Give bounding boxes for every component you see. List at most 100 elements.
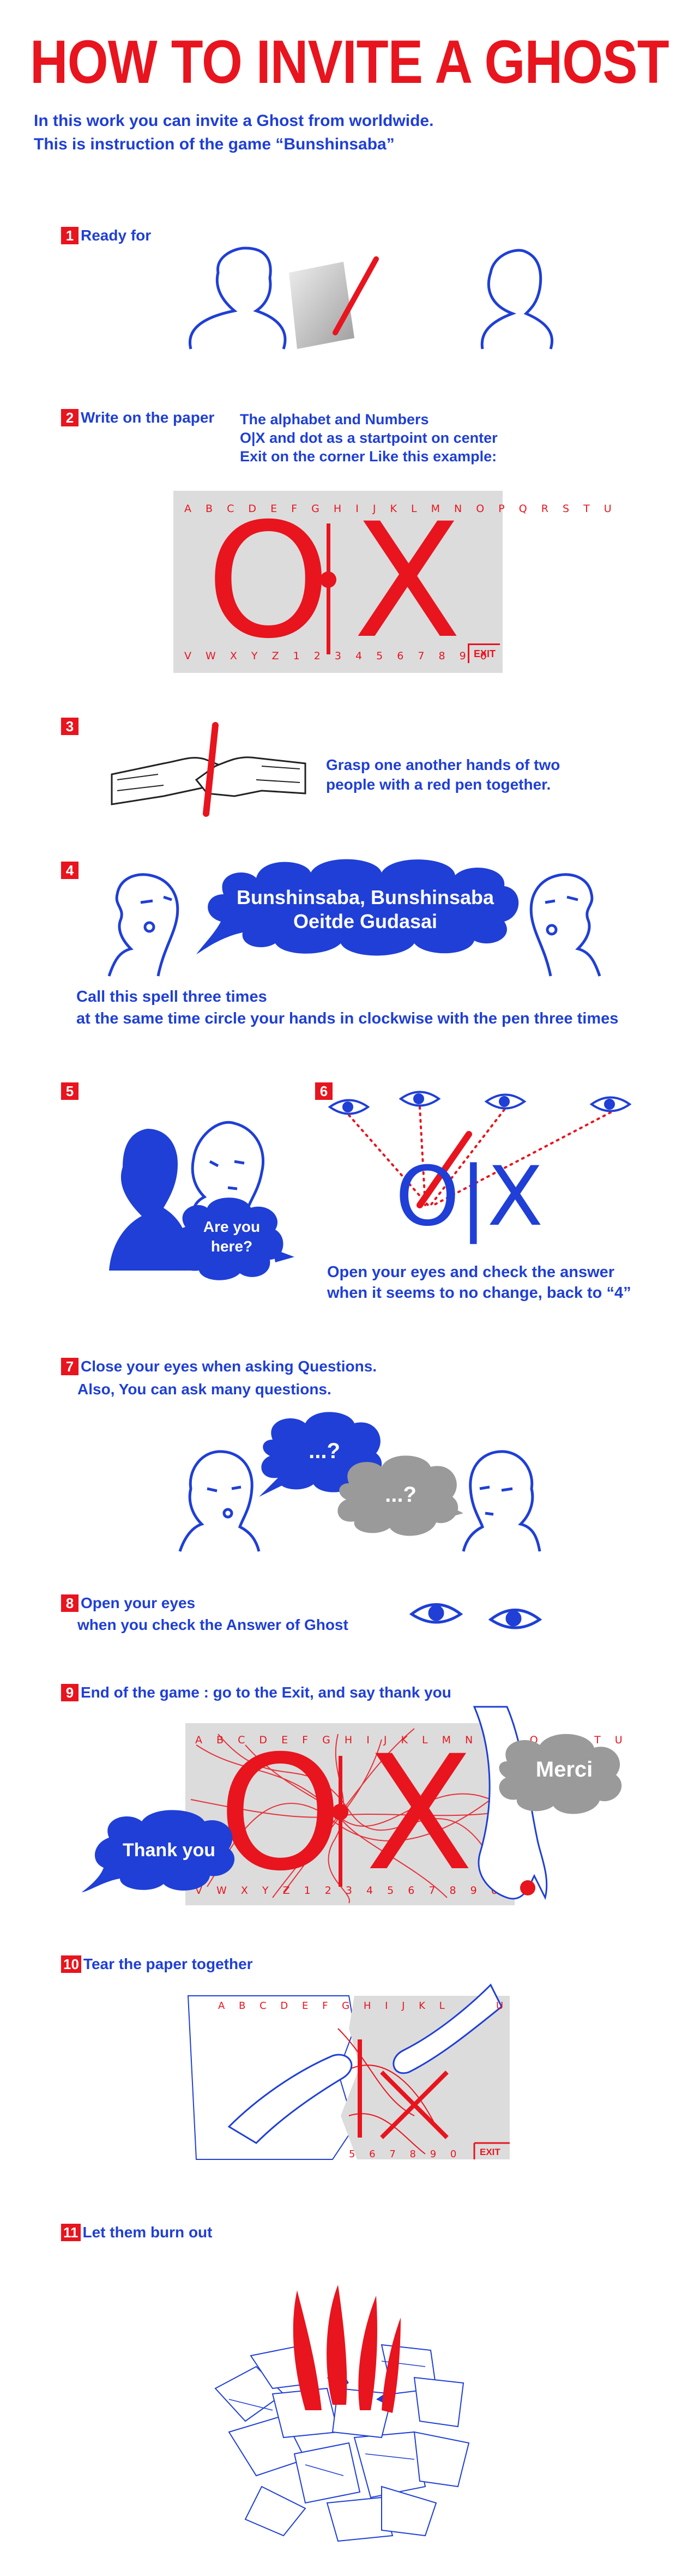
speech-cloud-icon bbox=[196, 859, 519, 956]
ghost-silhouette-icon bbox=[109, 1129, 191, 1271]
step-number: 1 bbox=[61, 227, 79, 244]
step-2-desc-3: Exit on the corner Like this example: bbox=[240, 448, 497, 465]
question-bubble-grey-icon bbox=[337, 1455, 458, 1536]
step-9: 9 End of the game : go to the Exit, and … bbox=[61, 1684, 451, 1701]
eye-icon bbox=[488, 1609, 542, 1629]
step-4: 4 bbox=[61, 862, 81, 879]
thank-you-text: Thank you bbox=[122, 1840, 216, 1861]
eye-icon bbox=[589, 1096, 632, 1112]
step-label: Let them burn out bbox=[82, 2224, 213, 2241]
step-10: 10 Tear the paper together bbox=[61, 1955, 253, 1973]
step-label: Close your eyes when asking Questions. bbox=[81, 1358, 377, 1375]
board-alphabet-bottom: 5 6 7 8 9 0 bbox=[349, 2148, 462, 2160]
step-5: 5 bbox=[61, 1082, 81, 1100]
board-alphabet-top: A B C D E F G H I J K L bbox=[218, 2000, 450, 2012]
step-11: 11 Let them burn out bbox=[61, 2224, 212, 2241]
board-x-mark: X bbox=[353, 490, 462, 673]
ox-answer: O|X bbox=[395, 1149, 544, 1244]
step-number: 3 bbox=[61, 718, 79, 735]
step-label: Write on the paper bbox=[81, 409, 215, 426]
board-alphabet-top: A B C D E F G H I J K L M N O P Q R S T … bbox=[184, 503, 617, 515]
step-number: 6 bbox=[315, 1082, 333, 1100]
step-number: 9 bbox=[61, 1684, 79, 1701]
step-2-desc-1: The alphabet and Numbers bbox=[240, 411, 429, 428]
step-5-illustration bbox=[109, 1121, 294, 1280]
spell-bubble-line-1: Bunshinsaba, Bunshinsaba bbox=[236, 886, 494, 908]
board-o-mark: O bbox=[206, 490, 331, 673]
gaze-lines bbox=[348, 1106, 612, 1206]
torn-paper-right bbox=[341, 1996, 510, 2159]
step-label: Ready for bbox=[81, 227, 152, 244]
question-bubble-line-2: here? bbox=[210, 1238, 253, 1255]
step-4-desc-2: at the same time circle your hands in cl… bbox=[76, 1010, 619, 1027]
merci-bubble-icon bbox=[499, 1734, 622, 1814]
step-4-illustration bbox=[107, 859, 601, 977]
step-2-desc-2: O|X and dot as a startpoint on center bbox=[240, 430, 498, 446]
step-6-desc-1: Open your eyes and check the answer bbox=[327, 1263, 615, 1281]
handshake-icon bbox=[111, 756, 306, 805]
red-pen-icon bbox=[417, 1131, 472, 1208]
step-8-illustration bbox=[409, 1603, 542, 1629]
step-7-label-2: Also, You can ask many questions. bbox=[77, 1381, 331, 1398]
torn-paper-left bbox=[187, 1995, 355, 2160]
board-x-mark bbox=[380, 2071, 449, 2139]
board-exit: EXIT bbox=[480, 2147, 500, 2157]
hand-right-icon bbox=[393, 1983, 503, 2074]
question-bubble-icon bbox=[176, 1197, 283, 1280]
step-3: 3 bbox=[61, 718, 81, 735]
board-alphabet-right: U bbox=[496, 2000, 509, 2012]
step-6-illustration bbox=[328, 1091, 632, 1208]
question-bubble-line-1: Are you bbox=[203, 1218, 261, 1235]
scrap-lines bbox=[228, 2361, 426, 2476]
step-label: End of the game : go to the Exit, and sa… bbox=[81, 1684, 451, 1701]
intro-line-2: This is instruction of the game “Bunshin… bbox=[34, 135, 395, 153]
board-alphabet-bottom: V W X Y Z 1 2 3 4 5 6 7 8 9 0 bbox=[184, 650, 492, 662]
eye-icon bbox=[328, 1099, 370, 1115]
step-8-label-2: when you check the Answer of Ghost bbox=[77, 1616, 348, 1633]
intro-line-1: In this work you can invite a Ghost from… bbox=[34, 112, 434, 130]
page-title: HOW TO INVITE A GHOST bbox=[30, 28, 669, 96]
step-1: 1 Ready for bbox=[61, 227, 151, 244]
step-1-illustration bbox=[189, 246, 554, 350]
face-left-icon bbox=[178, 1450, 261, 1552]
step-3-desc-2: people with a red pen together. bbox=[326, 776, 551, 793]
step-label: Tear the paper together bbox=[83, 1955, 253, 1972]
board-start-dot bbox=[320, 571, 336, 588]
step-2: 2 Write on the paper bbox=[61, 409, 214, 426]
ouija-paper-used: A B C D E F G H I J K L M N O P Q R S T … bbox=[185, 1722, 623, 1906]
step-number: 7 bbox=[61, 1358, 79, 1375]
bubble-grey-text: ...? bbox=[385, 1483, 417, 1507]
bubble-blue-text: ...? bbox=[309, 1439, 340, 1463]
step-9-illustration bbox=[82, 1706, 622, 1904]
thank-you-bubble-icon bbox=[82, 1810, 235, 1892]
step-7: 7 Close your eyes when asking Questions. bbox=[61, 1358, 377, 1375]
board-alphabet-bottom: V W X Y Z 1 2 3 4 5 6 7 8 9 0 bbox=[195, 1885, 503, 1897]
face-right-icon bbox=[529, 873, 601, 977]
face-right-icon bbox=[462, 1450, 541, 1552]
person-left-icon bbox=[189, 246, 287, 350]
step-7-illustration bbox=[178, 1412, 541, 1552]
step-number: 5 bbox=[61, 1082, 79, 1100]
face-left-icon bbox=[107, 873, 179, 977]
step-4-desc-1: Call this spell three times bbox=[76, 988, 267, 1006]
board-o-mark: O bbox=[218, 1722, 343, 1906]
board-exit: EXIT bbox=[468, 643, 500, 663]
board-divider bbox=[339, 1756, 342, 1887]
step-number: 2 bbox=[61, 409, 79, 426]
step-3-desc-1: Grasp one another hands of two bbox=[326, 756, 560, 773]
flame-icon bbox=[293, 2285, 401, 2413]
step-6: 6 bbox=[315, 1082, 335, 1100]
board-divider bbox=[327, 523, 330, 654]
eye-icon bbox=[484, 1093, 527, 1110]
step-number: 11 bbox=[61, 2224, 81, 2241]
step-number: 8 bbox=[61, 1594, 79, 1612]
merci-text: Merci bbox=[535, 1758, 593, 1781]
step-6-desc-2: when it seems to no change, back to “4” bbox=[327, 1284, 631, 1302]
eye-icon bbox=[409, 1603, 463, 1624]
red-pen-icon bbox=[333, 256, 379, 335]
spell-bubble-line-2: Oeitde Gudasai bbox=[293, 910, 438, 932]
hand-left-icon bbox=[227, 2054, 353, 2144]
red-pen-icon bbox=[203, 722, 219, 817]
pen-tip-icon bbox=[520, 1880, 535, 1895]
ouija-paper: A B C D E F G H I J K L M N O P Q R S T … bbox=[173, 490, 612, 673]
